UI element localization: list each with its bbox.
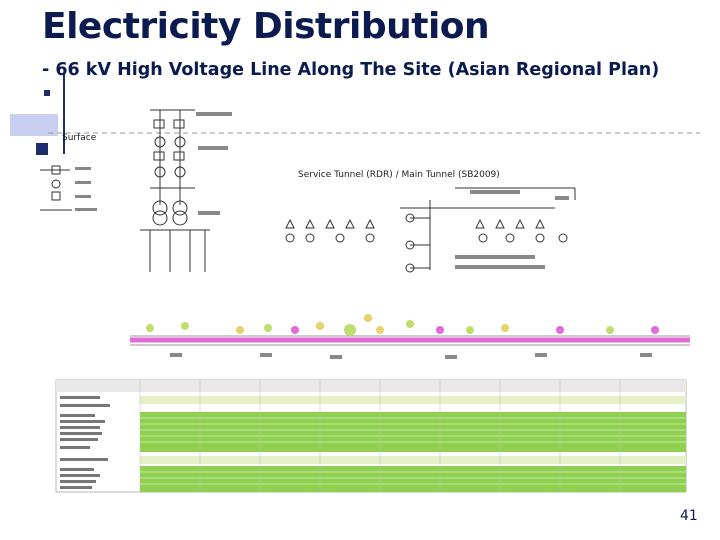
legend-symbols [40, 165, 72, 211]
slide-title: Electricity Distribution [42, 6, 490, 47]
diagram-text-placeholders [75, 112, 232, 215]
tunnel-label: Service Tunnel (RDR) / Main Tunnel (SB20… [298, 170, 500, 180]
load-symbols [285, 213, 568, 273]
slide-subtitle: - 66 kV High Voltage Line Along The Site… [42, 60, 660, 80]
tunnel-text-placeholders [455, 190, 569, 269]
decorative-square [36, 143, 48, 155]
tunnel-layout [130, 314, 690, 359]
surface-label: Surface [62, 133, 97, 143]
decorative-block [10, 114, 58, 136]
bullet-marker [44, 90, 50, 96]
single-line-diagram [140, 109, 210, 272]
load-table [55, 379, 687, 493]
page-number: 41 [680, 508, 698, 524]
tunnel-distribution-block [400, 187, 576, 270]
decorative-line [63, 74, 65, 154]
